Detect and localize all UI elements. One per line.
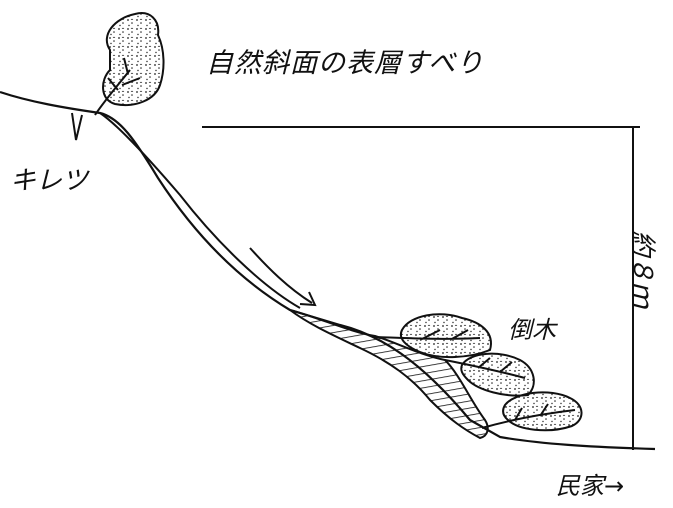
top-tree xyxy=(94,12,165,116)
slide-arrowhead xyxy=(299,291,317,307)
slip-surface xyxy=(99,112,301,309)
ground-surface xyxy=(0,90,656,451)
crack-mark xyxy=(71,112,83,141)
diagram-title: 自然斜面の表層すべり xyxy=(206,48,485,79)
slide-arrow xyxy=(249,247,313,304)
fallen-tree-1 xyxy=(374,313,492,359)
fallen-trees-label: 倒木 xyxy=(508,316,556,344)
fallen-tree-3 xyxy=(481,391,583,432)
house-direction-label: 民家→ xyxy=(556,472,625,500)
height-label: 約８ｍ xyxy=(627,230,657,309)
crack-label: キレツ xyxy=(10,166,89,196)
